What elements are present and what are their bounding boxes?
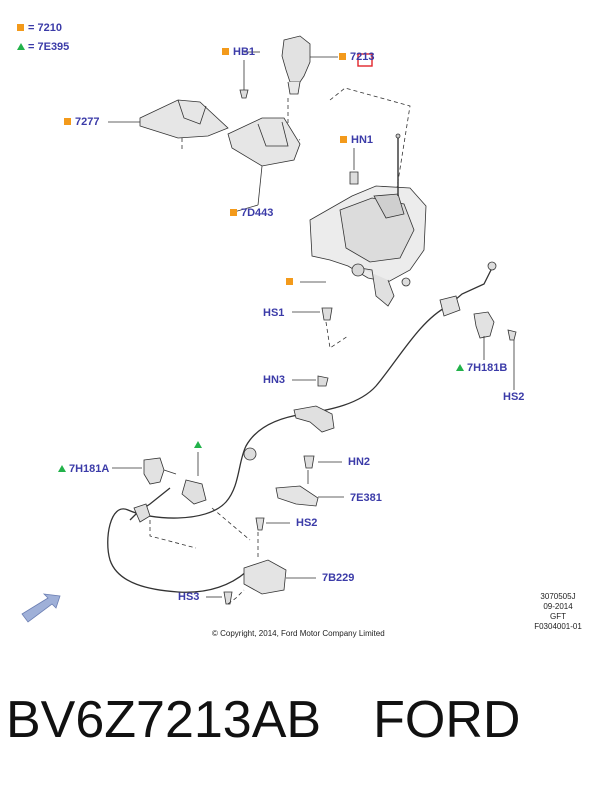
triangle-marker-icon [17,43,25,50]
label-7d443: 7D443 [230,207,273,219]
label-text: HS3 [178,591,200,603]
label-7213: 7213 [339,51,374,63]
bracket-7b229-part [243,559,287,595]
diagram-drawing [21,35,517,623]
meta-gft: GFT [550,612,566,621]
label-7h181a: 7H181A [58,463,109,475]
part-caption: BV6Z7213AB FORD [6,690,520,750]
triangle-marker-icon [456,364,464,371]
label-hs2-right: HS2 [503,391,524,403]
label-text: 7213 [350,51,375,63]
label-text: 7B229 [322,572,355,584]
front-arrow-icon [21,593,61,623]
label-text: HS1 [263,307,285,319]
meta-figure-id: F0304001-01 [534,622,582,631]
figure-meta: 3070505J 09-2014 GFT F0304001-01 [530,592,586,632]
label-7b229: 7B229 [322,572,354,584]
square-marker-icon [230,209,237,216]
square-marker-icon [340,136,347,143]
label-hs2-mid: HS2 [296,517,317,529]
square-marker-icon [339,53,346,60]
meta-date: 09-2014 [543,602,573,611]
label-text: 7D443 [241,207,274,219]
copyright-text: © Copyright, 2014, Ford Motor Company Li… [212,629,385,638]
label-text: HS2 [503,391,525,403]
label-text: HN2 [348,456,371,468]
green-triangle-icon [194,441,202,448]
square-marker-icon [222,48,229,55]
label-hb1: HB1 [222,46,255,58]
boot-7277-part [139,99,229,139]
label-7e381: 7E381 [350,492,382,504]
label-text: 7E381 [350,492,382,504]
label-hs1: HS1 [263,307,284,319]
label-text: 7277 [75,116,100,128]
legend-square-item: = 7210 [17,22,62,34]
label-7277: 7277 [64,116,99,128]
legend-triangle-item: = 7E395 [17,41,69,53]
shift-knob-part [281,35,311,83]
highlight-box [357,53,373,67]
bracket-7e381-part [275,485,319,507]
shift-cable-part [107,305,449,593]
label-hn1: HN1 [340,134,373,146]
bezel-7d443-part [227,117,301,167]
orange-marker-icon [286,278,293,285]
label-7h181b: 7H181B [456,362,507,374]
square-marker-icon [64,118,71,125]
part-number: BV6Z7213AB [6,691,322,749]
label-text: HN3 [263,374,286,386]
label-text: HB1 [233,46,256,58]
label-text: 7H181B [467,362,508,374]
label-hs3: HS3 [178,591,199,603]
label-text: 7H181A [69,463,110,475]
label-hn2: HN2 [348,456,370,468]
parts-diagram: = 7210 = 7E395 HB1 7213 7277 HN1 7D443 H… [17,22,586,638]
legend-triangle-code: 7E395 [37,41,70,53]
label-text: HS2 [296,517,318,529]
brand-name: FORD [373,691,521,749]
square-marker-icon [17,24,24,31]
meta-ref-code: 3070505J [540,592,576,601]
label-hn3: HN3 [263,374,285,386]
triangle-marker-icon [58,465,66,472]
legend-square-code: 7210 [37,22,62,34]
label-text: HN1 [351,134,374,146]
